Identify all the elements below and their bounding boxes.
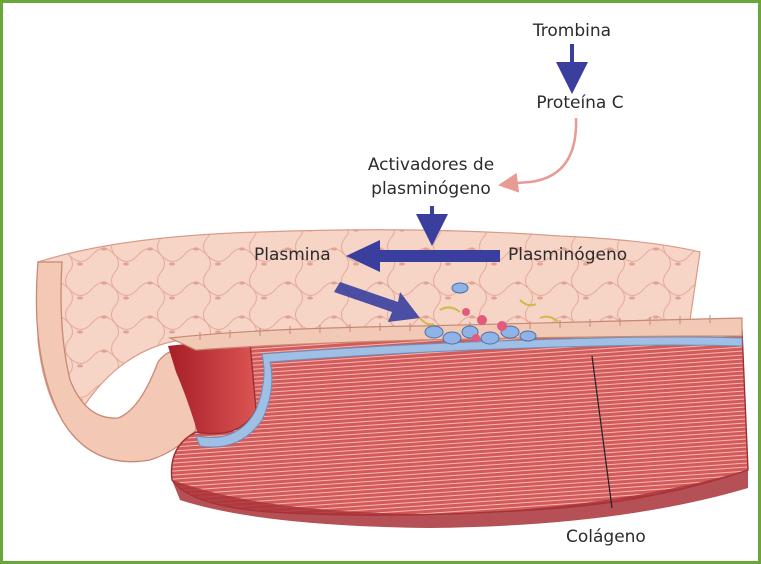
- label-plasminogeno: Plasminógeno: [508, 244, 627, 266]
- label-plasmina: Plasmina: [254, 244, 331, 266]
- label-activadores-line1: Activadores de: [352, 154, 510, 176]
- arrow-proteina-activadores: [508, 118, 576, 184]
- label-activadores-line2: plasminógeno: [352, 178, 510, 200]
- label-colageno: Colágeno: [566, 526, 646, 548]
- label-trombina: Trombina: [520, 20, 624, 42]
- label-proteina-c: Proteína C: [524, 92, 636, 114]
